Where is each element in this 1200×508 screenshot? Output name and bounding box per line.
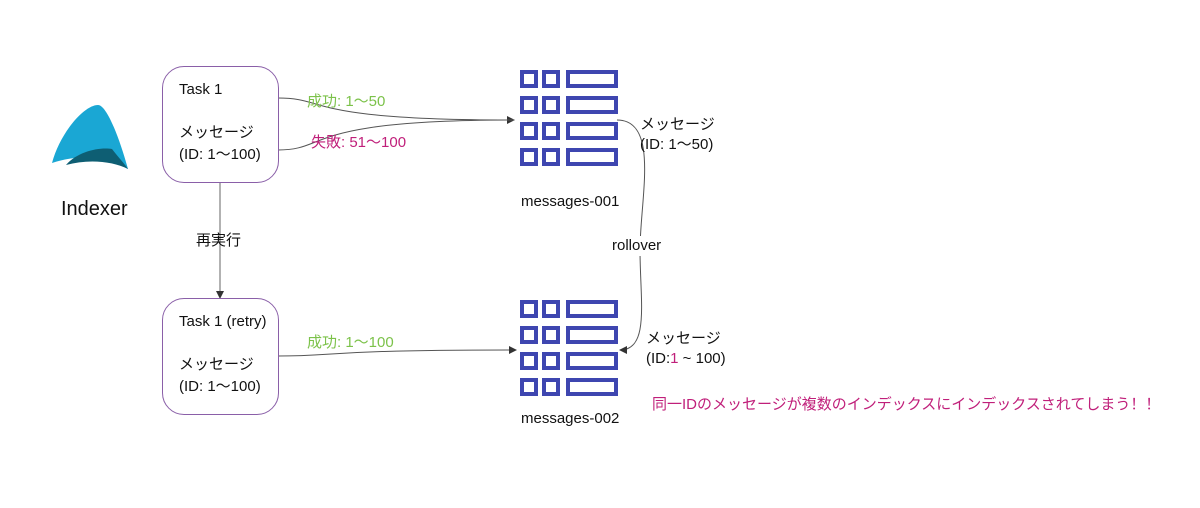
index-001-message: メッセージ (ID: 1〜50) bbox=[640, 115, 715, 154]
duplicate-warning: 同一IDのメッセージが複数のインデックスにインデックスされてしまう！！ bbox=[652, 396, 1161, 413]
task-body: メッセージ (ID: 1〜100) bbox=[179, 122, 261, 166]
task-retry-body-line1: メッセージ bbox=[179, 356, 254, 373]
task-body-line1: メッセージ bbox=[179, 124, 254, 141]
failure1-arrow bbox=[277, 119, 515, 151]
failure1-label: 失敗: 51〜100 bbox=[311, 134, 407, 151]
success1-label: 成功: 1〜50 bbox=[307, 93, 386, 110]
index-001-msg-line1: メッセージ bbox=[640, 116, 715, 133]
task-box: Task 1 メッセージ (ID: 1〜100) bbox=[162, 66, 279, 183]
index-name-002: messages-002 bbox=[521, 410, 620, 427]
index-table-icon bbox=[520, 300, 618, 396]
index-002-msg-line1: メッセージ bbox=[646, 330, 721, 347]
indexer-logo-icon bbox=[52, 105, 128, 169]
task-retry-box: Task 1 (retry) メッセージ (ID: 1〜100) bbox=[162, 298, 279, 415]
index-002-msg-highlight: 1 bbox=[670, 349, 679, 367]
success2-label: 成功: 1〜100 bbox=[307, 334, 394, 351]
index-002-msg-prefix: (ID: bbox=[646, 349, 671, 367]
index-002-message: メッセージ (ID:1 ~ 100) bbox=[646, 329, 726, 368]
index-table-icon bbox=[520, 70, 618, 166]
rollover-arrow bbox=[616, 119, 646, 354]
success2-arrow bbox=[277, 346, 517, 357]
task-body-line2: (ID: 1〜100) bbox=[179, 145, 261, 163]
task-retry-body-line2: (ID: 1〜100) bbox=[179, 377, 261, 395]
task-retry-title: Task 1 (retry) bbox=[179, 313, 267, 330]
index-002-msg-line2: (ID:1 ~ 100) bbox=[646, 349, 726, 369]
task-title: Task 1 bbox=[179, 81, 223, 98]
index-001-msg-line2: (ID: 1〜50) bbox=[640, 135, 714, 153]
success1-arrow bbox=[277, 97, 515, 124]
rollover-label: rollover bbox=[610, 236, 664, 256]
index-002-msg-suffix: ~ 100) bbox=[678, 349, 726, 367]
index-name-001: messages-001 bbox=[521, 193, 620, 210]
task-retry-body: メッセージ (ID: 1〜100) bbox=[179, 354, 261, 398]
retry-label: 再実行 bbox=[196, 232, 242, 249]
indexer-label: Indexer bbox=[61, 198, 128, 220]
